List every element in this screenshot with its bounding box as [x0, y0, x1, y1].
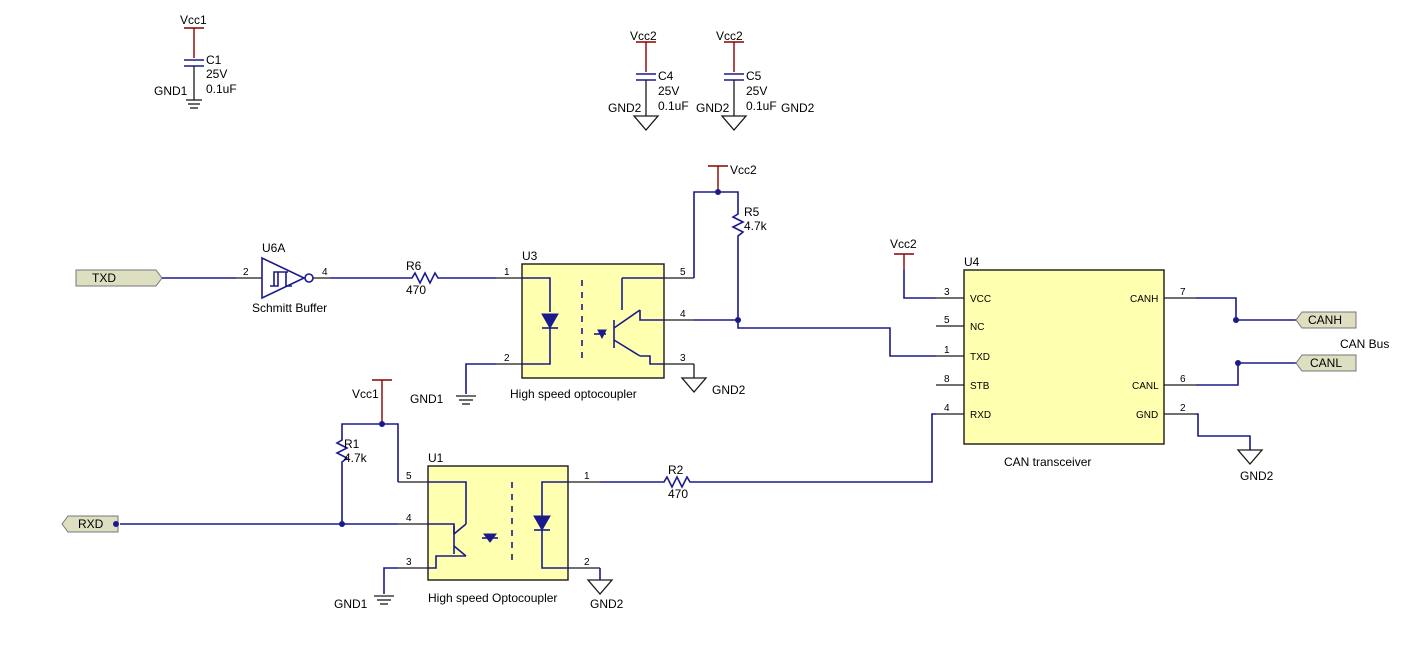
- vcc1-pullup: Vcc1: [352, 379, 392, 424]
- capacitor-c1: Vcc1 C1 25V 0.1uF GND1: [154, 13, 237, 109]
- canl-port-label: CANL: [1310, 356, 1342, 370]
- resistor-r2: R2 470: [650, 463, 700, 501]
- u6a-desc: Schmitt Buffer: [252, 301, 327, 315]
- gnd1-label-u3: GND1: [410, 392, 444, 406]
- c5-gnd-label-left: GND2: [696, 101, 730, 115]
- c5-ref: C5: [746, 69, 762, 83]
- c1-value: 0.1uF: [206, 82, 237, 96]
- vcc2-label-r5: Vcc2: [730, 163, 757, 177]
- canh-port-label: CANH: [1308, 313, 1342, 327]
- u3-pin5: 5: [680, 267, 686, 278]
- u6a-pin-in: 2: [243, 267, 249, 278]
- r6-ref: R6: [406, 259, 422, 273]
- c4-gnd-label: GND2: [608, 101, 642, 115]
- u4-pin-vcc-num: 3: [944, 287, 950, 298]
- c4-vcc-label: Vcc2: [630, 29, 657, 43]
- c1-gnd-label: GND1: [154, 84, 188, 98]
- r1-value: 4.7k: [344, 451, 368, 465]
- r1-ref: R1: [344, 437, 360, 451]
- u3-pin3: 3: [680, 353, 686, 364]
- capacitor-c5: Vcc2 C5 25V 0.1uF GND2 GND2: [696, 29, 815, 131]
- u4-pin-stb-num: 8: [944, 374, 950, 385]
- c4-ref: C4: [658, 69, 674, 83]
- u3-pin4: 4: [680, 309, 686, 320]
- txd-port-label: TXD: [92, 271, 116, 285]
- u4-pin-rxd-num: 4: [944, 403, 950, 414]
- c1-voltage: 25V: [206, 67, 227, 81]
- resistor-r5: R5 4.7k: [731, 205, 768, 244]
- u6a-ref: U6A: [262, 241, 285, 255]
- gnd2-symbol-u1: GND2: [586, 579, 624, 611]
- u1-desc: High speed Optocoupler: [428, 591, 557, 605]
- c4-value: 0.1uF: [658, 99, 689, 113]
- u1-pin3: 3: [406, 557, 412, 568]
- u4-pin-vcc-name: VCC: [970, 294, 991, 305]
- u3-ref: U3: [522, 249, 538, 263]
- u1-ref: U1: [428, 451, 444, 465]
- gnd1-symbol-u1: GND1: [334, 595, 394, 611]
- c5-voltage: 25V: [746, 84, 767, 98]
- canl-port[interactable]: CANL: [1295, 354, 1357, 372]
- vcc1-label-r1: Vcc1: [352, 387, 379, 401]
- u4-pin-canl-name: CANL: [1132, 381, 1159, 392]
- r2-ref: R2: [668, 463, 684, 477]
- u4-pin-canh-num: 7: [1180, 287, 1186, 298]
- gnd1-symbol-u3: GND1: [410, 392, 476, 406]
- u1-pin2: 2: [584, 557, 590, 568]
- canh-port[interactable]: CANH: [1295, 311, 1357, 329]
- u4-pin-txd-num: 1: [944, 345, 950, 356]
- u4-pin-gnd-name: GND: [1136, 410, 1158, 421]
- u3-desc: High speed optocoupler: [510, 387, 637, 401]
- vcc2-pullup: Vcc2: [708, 163, 757, 192]
- u3-pin1: 1: [504, 267, 510, 278]
- u4-pin-nc-num: 5: [944, 315, 950, 326]
- gnd2-label-u1: GND2: [590, 597, 624, 611]
- u4-pin-nc-name: NC: [970, 322, 984, 333]
- u1-pin4: 4: [406, 513, 412, 524]
- vcc2-u4: Vcc2: [890, 237, 917, 270]
- can-bus-label: CAN Bus: [1340, 337, 1389, 351]
- c1-vcc-label: Vcc1: [180, 13, 207, 27]
- u4-pin-canl-num: 6: [1180, 374, 1186, 385]
- resistor-r6: R6 470: [400, 259, 450, 297]
- r2-value: 470: [668, 487, 688, 501]
- r6-value: 470: [406, 283, 426, 297]
- txd-port[interactable]: TXD: [75, 269, 163, 287]
- gnd1-label-u1: GND1: [334, 597, 368, 611]
- can-transceiver-u4: U4 CAN transceiver 3 5 1 8 4 VCC NC TXD …: [936, 255, 1196, 469]
- u4-desc: CAN transceiver: [1004, 455, 1091, 469]
- gnd2-symbol-u3: GND2: [680, 377, 746, 397]
- u3-pin2: 2: [504, 353, 510, 364]
- c4-voltage: 25V: [658, 84, 679, 98]
- u4-pin-stb-name: STB: [970, 381, 990, 392]
- gnd2-symbol-u4: GND2: [1236, 449, 1274, 483]
- u4-ref: U4: [964, 255, 980, 269]
- u1-pin1: 1: [584, 471, 590, 482]
- r5-value: 4.7k: [744, 219, 768, 233]
- c1-ref: C1: [206, 53, 222, 67]
- optocoupler-u1: 1 2 3 4 5 U1 High speed Optocoupler: [398, 451, 600, 605]
- optocoupler-u3: 1 2 3 4 5 U3 High speed optocoupler: [496, 249, 694, 401]
- gnd2-label-u3: GND2: [712, 383, 746, 397]
- r5-ref: R5: [744, 205, 760, 219]
- schmitt-buffer-u6a: U6A Schmitt Buffer 2 4: [236, 241, 330, 315]
- u1-pin5: 5: [406, 471, 412, 482]
- c5-gnd-label-right: GND2: [781, 101, 815, 115]
- rxd-port[interactable]: RXD: [61, 515, 119, 533]
- vcc2-label-u4: Vcc2: [890, 237, 917, 251]
- u4-pin-canh-name: CANH: [1130, 294, 1158, 305]
- resistor-r1: R1 4.7k: [335, 434, 368, 470]
- c5-vcc-label: Vcc2: [716, 29, 743, 43]
- capacitor-c4: Vcc2 C4 25V 0.1uF GND2: [608, 29, 689, 131]
- rxd-port-label: RXD: [78, 517, 104, 531]
- u4-pin-txd-name: TXD: [970, 352, 990, 363]
- gnd2-label-u4: GND2: [1240, 469, 1274, 483]
- u4-pin-rxd-name: RXD: [970, 410, 991, 421]
- u6a-pin-out: 4: [322, 267, 328, 278]
- c5-value: 0.1uF: [746, 99, 777, 113]
- u4-pin-gnd-num: 2: [1180, 403, 1186, 414]
